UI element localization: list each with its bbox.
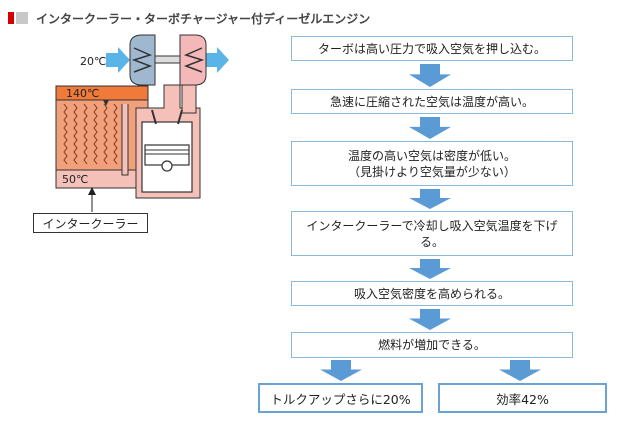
- flow-step-4-line-2: る。: [419, 234, 444, 249]
- turbo-shaft: [154, 55, 181, 64]
- result-torque-text: トルクアップさらに20%: [270, 391, 411, 407]
- result-efficiency: 効率42%: [438, 383, 607, 413]
- flow-arrow-to-efficiency: [499, 360, 541, 381]
- cool-air-pipe: [121, 104, 129, 176]
- flow-arrow-5: [409, 309, 451, 330]
- flow-step-2-line-1: 急速に圧縮された空気は温度が高い。: [329, 94, 534, 109]
- turbine-wheel: [183, 47, 205, 73]
- flow-arrow-2: [409, 117, 451, 139]
- piston-pin: [161, 160, 173, 172]
- flow-step-6-line-1: 燃料が増加できる。: [378, 338, 486, 352]
- flow-step-5: 吸入空気密度を高められる。: [291, 281, 573, 306]
- result-torque: トルクアップさらに20%: [258, 383, 423, 413]
- exhaust-manifold: [181, 84, 197, 114]
- flow-step-4: インタークーラーで冷却し吸入空気温度を下げる。: [291, 211, 573, 256]
- compressor-wheel: [131, 47, 153, 73]
- intercooler-label-text: インタークーラー: [42, 216, 139, 231]
- flow-step-3-line-2: （見掛けより空気量が少ない）: [348, 164, 516, 179]
- temp-cool-label: 50℃: [62, 173, 88, 186]
- title-marker-red: [8, 12, 14, 24]
- flow-arrow-3: [409, 189, 451, 209]
- flow-step-3-line-1: 温度の高い空気は密度が低い。: [347, 148, 516, 163]
- flow-step-5-line-1: 吸入空気密度を高められる。: [353, 286, 510, 301]
- compressor-housing: [129, 34, 156, 86]
- temp-intake-label: 20℃: [80, 55, 106, 68]
- turbine-housing: [179, 34, 207, 86]
- flow-step-3: 温度の高い空気は密度が低い。（見掛けより空気量が少ない）: [291, 141, 573, 186]
- flow-arrow-down: [103, 100, 109, 106]
- result-efficiency-text: 効率42%: [496, 391, 549, 407]
- flow-step-6: 燃料が増加できる。: [291, 332, 573, 358]
- intake-valve: [151, 109, 157, 125]
- title-marker-gray: [16, 12, 28, 24]
- flow-step-2: 急速に圧縮された空気は温度が高い。: [291, 89, 573, 114]
- title-text: インタークーラー・ターボチャージャー付ディーゼルエンジン: [36, 11, 371, 26]
- exhaust-valve: [177, 109, 183, 125]
- intercooler-pointer-arrow: [88, 187, 96, 195]
- intercooler-label: インタークーラー: [33, 213, 148, 233]
- intercooler-fins: [63, 103, 118, 165]
- engine-diagram: 20℃ 140℃ 50℃: [55, 34, 229, 212]
- flow-step-1-line-1: ターボは高い圧力で吸入空気を押し込む。: [317, 41, 546, 56]
- flow-step-1: ターボは高い圧力で吸入空気を押し込む。: [291, 36, 573, 61]
- intercooler-top-band: [55, 85, 149, 101]
- temp-hot-label: 140℃: [66, 87, 99, 100]
- page-title: インタークーラー・ターボチャージャー付ディーゼルエンジン: [8, 10, 370, 26]
- flow-arrow-1: [409, 64, 451, 87]
- flow-arrow-to-torque: [320, 360, 362, 381]
- intake-air-arrow: [106, 47, 130, 73]
- exhaust-air-arrow: [205, 47, 229, 73]
- flow-arrow-4: [409, 259, 451, 279]
- flow-step-4-line-1: インタークーラーで冷却し吸入空気温度を下げ: [306, 218, 558, 233]
